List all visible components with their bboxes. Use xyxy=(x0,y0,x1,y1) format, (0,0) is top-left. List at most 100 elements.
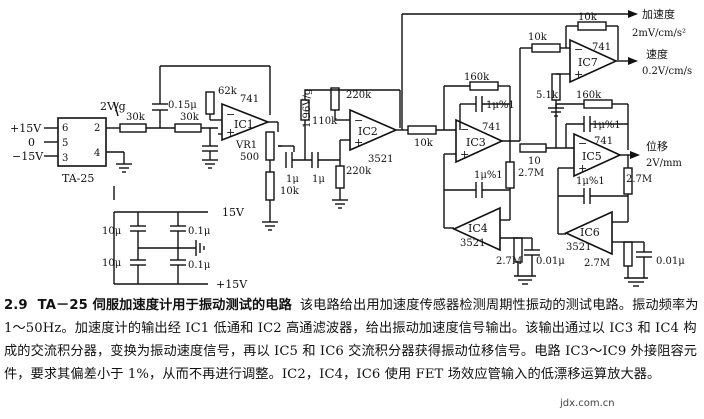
power-pos-label: +15V xyxy=(216,278,248,290)
r-220k-a-label: 220k xyxy=(346,90,372,101)
ic2-number: 3521 xyxy=(368,154,393,165)
ic4-name: IC4 xyxy=(468,222,488,235)
c2-1-label: 1μ xyxy=(286,174,299,185)
r-30k-b-label: 30k xyxy=(180,112,200,123)
c-ic3-b-label: 1μ%1 xyxy=(474,170,503,181)
r-220k-b xyxy=(335,165,345,189)
ic1-opamp xyxy=(221,102,271,142)
r-27m-ic3 xyxy=(505,161,515,189)
ic4-opamp xyxy=(452,206,501,252)
ic5-opamp xyxy=(573,132,622,178)
r-27m-ic6-label: 2.7M xyxy=(584,258,610,269)
ic1-name: IC1 xyxy=(234,118,254,131)
r-62k-label: 62k xyxy=(218,86,238,97)
r-10k-ic3-label: 10k xyxy=(414,138,434,149)
r-10-ic5-label: 10 xyxy=(528,156,541,167)
r-10-ic5 xyxy=(519,143,547,153)
svg-text:−: − xyxy=(578,137,587,150)
svg-text:+: + xyxy=(354,136,363,149)
caption-title: TA－25 伺服加速度计用于振动测试的电路 xyxy=(37,298,292,313)
supply-minus15: −15V xyxy=(12,150,44,163)
r-27m-ic3-label: 2.7M xyxy=(518,168,544,179)
output-labels: 加速度 2mV/cm/s² 速度 0.2V/cm/s 位移 2V/mm xyxy=(632,7,692,169)
svg-text:−: − xyxy=(574,43,583,56)
c-015-label: 0.15μ xyxy=(168,100,197,111)
svg-text:−: − xyxy=(226,108,235,121)
r-160k-ic3 xyxy=(469,81,499,91)
ic3-name: IC3 xyxy=(466,136,486,149)
supply-plus15: +15V xyxy=(10,122,42,135)
r-62k xyxy=(205,91,215,115)
circuit-diagram: 6 5 3 2 4 TA-25 +15V 0 −15V 2V/g 30k 30k… xyxy=(10,7,692,290)
svg-text:−: − xyxy=(354,114,363,127)
r-220k-b-label: 220k xyxy=(346,166,372,177)
sensor-output-label: 2V/g xyxy=(100,100,126,113)
svg-text:+: + xyxy=(226,126,235,139)
ic7-stage: 10k 10k − + IC7 741 5.1k xyxy=(519,12,638,141)
sensor-name: TA-25 xyxy=(62,172,94,185)
vel-value: 0.2V/cm/s xyxy=(642,66,692,77)
c-01u-b-label: 0.1μ xyxy=(188,260,211,271)
ic3-number: 741 xyxy=(482,122,501,133)
r-10k-ic7-label: 10k xyxy=(528,32,548,43)
r-10k-vr xyxy=(265,171,275,201)
r-160k-ic5 xyxy=(583,99,613,109)
ic6-name: IC6 xyxy=(580,226,600,239)
vr1-resistor xyxy=(265,131,275,161)
pin-2: 2 xyxy=(94,123,100,134)
disp-value: 2V/mm xyxy=(646,158,682,169)
gain-label: 1.96V/g xyxy=(302,88,313,128)
ic2-name: IC2 xyxy=(358,125,378,138)
accel-value: 2mV/cm/s² xyxy=(632,28,686,39)
ic5-number: 741 xyxy=(594,136,613,147)
vr1-name: VR1 xyxy=(235,140,257,151)
accel-label: 加速度 xyxy=(642,7,675,21)
vel-label: 速度 xyxy=(646,47,668,61)
r-10k-ic3 xyxy=(407,125,437,135)
watermark: jdx.com.cn xyxy=(560,398,615,409)
pin-6: 6 xyxy=(62,123,68,134)
power-neg-label: 15V xyxy=(222,206,245,219)
pin-4: 4 xyxy=(94,148,100,159)
power-decoupling: 15V +15V 10μ 10μ 0.1μ 0.1μ xyxy=(102,186,248,290)
r-30k-b xyxy=(174,123,202,133)
pin-5: 5 xyxy=(62,138,68,149)
ic2-stage: 1.96V/g 1μ 1μ 110k 220k 220k − + IC2 352… xyxy=(278,10,638,209)
c2-2-label: 1μ xyxy=(312,174,325,185)
ic6-stage: IC6 3521 2.7M 0.01μ xyxy=(558,194,685,287)
ic5-stage: 10 160k 1μ%1 − + IC5 741 1μ%1 2.7M xyxy=(519,90,652,234)
caption-body: 该电路给出用加速度传感器检测周期性振动的测试电路。振动频率为 1～50Hz。加速… xyxy=(4,298,699,382)
c-ic5-b-label: 1μ%1 xyxy=(576,176,605,187)
ic4-stage: IC4 3521 2.7M 0.01μ xyxy=(444,188,565,285)
r-27m-ic4-label: 2.7M xyxy=(496,256,522,267)
pin-3: 3 xyxy=(62,153,68,164)
ic6-opamp xyxy=(564,210,613,256)
svg-text:+: + xyxy=(578,162,587,175)
ic3-opamp xyxy=(455,118,504,164)
c-01u-a-label: 0.1μ xyxy=(188,226,211,237)
disp-label: 位移 xyxy=(646,139,668,153)
svg-text:+: + xyxy=(460,148,469,161)
ic7-opamp xyxy=(569,38,618,84)
r-160k-ic3-label: 160k xyxy=(464,72,490,83)
r-160k-ic5-label: 160k xyxy=(576,90,602,101)
ic1-stage: 30k 30k 0.15μ 62k − + IC1 741 VR1 500 10… xyxy=(119,65,300,231)
r-51k-label: 5.1k xyxy=(536,90,559,101)
ic5-name: IC5 xyxy=(582,150,602,163)
r-30k-a-label: 30k xyxy=(126,112,146,123)
r-27m-ic6 xyxy=(623,241,633,267)
vr1-value: 500 xyxy=(240,152,259,163)
supply-zero: 0 xyxy=(28,136,35,149)
ic4-number: 3521 xyxy=(460,238,485,249)
c-ic6-label: 0.01μ xyxy=(656,256,685,267)
ic7-name: IC7 xyxy=(578,56,598,69)
ic6-number: 3521 xyxy=(566,242,591,253)
c-ic3-a-label: 1μ%1 xyxy=(486,100,515,111)
ic1-number: 741 xyxy=(240,94,259,105)
ic2-opamp xyxy=(349,108,399,152)
r-30k-a xyxy=(119,123,147,133)
c-10u-b-label: 10μ xyxy=(102,258,122,269)
r-10k-ic7 xyxy=(531,43,561,53)
r-10k-vr-label: 10k xyxy=(280,186,300,197)
